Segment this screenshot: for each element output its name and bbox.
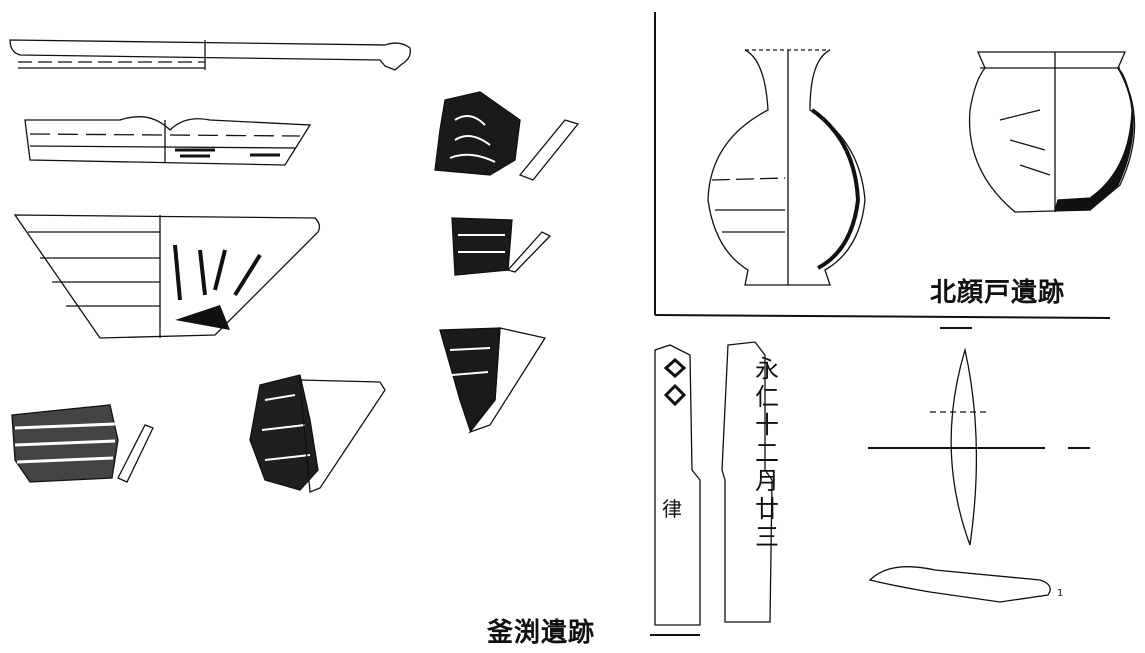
- site-label-kitagaokado: 北顔戸遺跡: [930, 278, 1066, 308]
- dark-sherd-3: [439, 327, 547, 434]
- tag-inscription-front: 永仁十二月廿三: [755, 355, 779, 551]
- wooden-tag-back: [650, 344, 701, 636]
- dark-sherd-1: [434, 91, 580, 181]
- long-neck-vase: [707, 49, 866, 286]
- site-label-kamabuchi: 釜渕遺跡: [487, 618, 596, 648]
- bowl-sherd-upper: [24, 116, 312, 166]
- plate-rim-sherd: [9, 39, 411, 71]
- textured-sherd-center: [249, 374, 386, 493]
- curved-implement: [868, 566, 1051, 603]
- wooden-tag-front: [721, 327, 972, 623]
- conical-bowl: [13, 214, 321, 339]
- spindle-whorl: [868, 347, 1090, 546]
- globular-jar: [968, 51, 1136, 213]
- dark-sherd-2: [451, 217, 552, 276]
- textured-sherd-left: [11, 404, 154, 483]
- kitagaokado-frame: [654, 12, 1111, 319]
- figure-number: 1: [1057, 588, 1064, 599]
- tag-inscription-back: 律: [662, 497, 682, 521]
